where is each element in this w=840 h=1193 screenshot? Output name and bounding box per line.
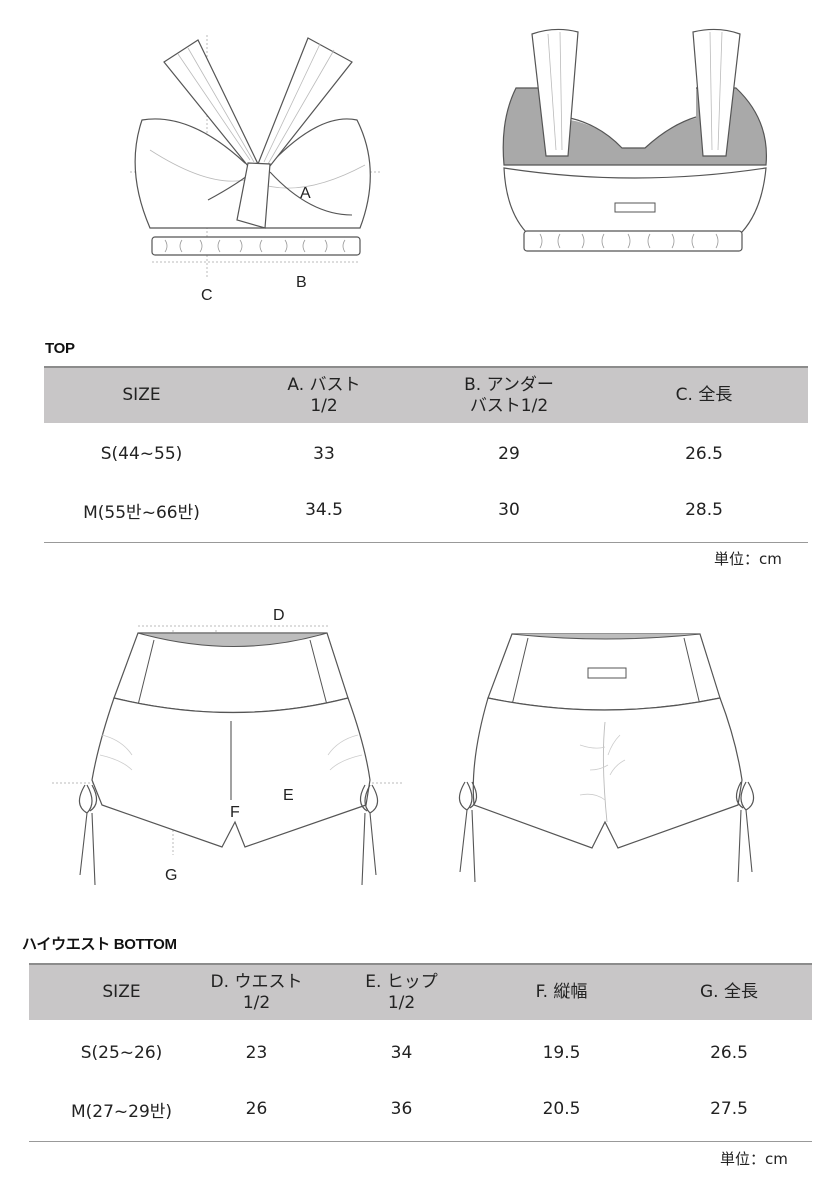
cell-underbust: 29	[498, 444, 520, 464]
header-length: G. 全長	[700, 982, 758, 1002]
cell-hip: 34	[390, 1043, 413, 1063]
bottom-size-table: SIZE D. ウエスト 1/2 E. ヒップ 1/2 F. 縦幅 G. 全長 …	[29, 963, 812, 1143]
header-bust: A. バスト 1/2	[287, 374, 361, 416]
bottom-front-diagram: D E F G	[52, 607, 402, 886]
cell-waist: 26	[245, 1099, 268, 1119]
table-row: S(25~26) 23 34 19.5 26.5	[29, 1025, 812, 1081]
top-table-header: SIZE A. バスト 1/2 B. アンダー バスト1/2 C. 全長	[44, 366, 808, 423]
table-bottom-rule	[44, 542, 808, 543]
cell-underbust: 30	[498, 500, 520, 520]
cell-waist: 23	[245, 1043, 268, 1063]
cell-length: 26.5	[710, 1043, 748, 1063]
table-row: M(27~29반) 26 36 20.5 27.5	[29, 1081, 812, 1137]
header-size: SIZE	[102, 982, 141, 1002]
header-underbust: B. アンダー バスト1/2	[464, 374, 554, 416]
bottom-back-diagram	[458, 633, 755, 883]
cell-hip: 36	[390, 1099, 413, 1119]
cell-size: M(55반~66반)	[83, 502, 200, 523]
header-size: SIZE	[122, 385, 161, 405]
cell-rise: 19.5	[542, 1043, 581, 1063]
label-c: C	[201, 287, 213, 304]
label-b: B	[296, 274, 307, 291]
top-section-title: TOP	[45, 340, 75, 357]
cell-length: 27.5	[710, 1099, 748, 1119]
table-row: M(55반~66반) 34.5 30 28.5	[44, 482, 808, 538]
header-waist: D. ウエスト 1/2	[210, 971, 303, 1013]
top-unit-note: 単位：cm	[714, 550, 782, 568]
label-f: F	[230, 804, 240, 821]
table-row: S(44~55) 33 29 26.5	[44, 426, 808, 482]
label-d: D	[273, 607, 285, 624]
cell-size: S(25~26)	[80, 1043, 163, 1063]
header-rise: F. 縦幅	[535, 982, 588, 1002]
cell-bust: 33	[313, 444, 335, 464]
bottom-section-title: ハイウエスト BOTTOM	[22, 936, 177, 953]
label-e: E	[283, 787, 294, 804]
bottom-table-header: SIZE D. ウエスト 1/2 E. ヒップ 1/2 F. 縦幅 G. 全長	[29, 963, 812, 1020]
label-g: G	[165, 867, 177, 884]
top-size-table: SIZE A. バスト 1/2 B. アンダー バスト1/2 C. 全長 S(4…	[44, 366, 808, 546]
cell-bust: 34.5	[305, 500, 343, 520]
cell-rise: 20.5	[542, 1099, 581, 1119]
header-hip: E. ヒップ 1/2	[365, 971, 438, 1013]
cell-length: 26.5	[685, 444, 723, 464]
label-a: A	[300, 185, 311, 202]
top-front-diagram: A B C	[130, 35, 380, 304]
cell-size: M(27~29반)	[70, 1101, 173, 1122]
cell-length: 28.5	[685, 500, 723, 520]
top-back-diagram	[502, 28, 768, 252]
bottom-unit-note: 単位：cm	[720, 1150, 788, 1168]
table-bottom-rule	[29, 1141, 812, 1142]
header-length: C. 全長	[675, 385, 733, 405]
cell-size: S(44~55)	[100, 444, 183, 464]
